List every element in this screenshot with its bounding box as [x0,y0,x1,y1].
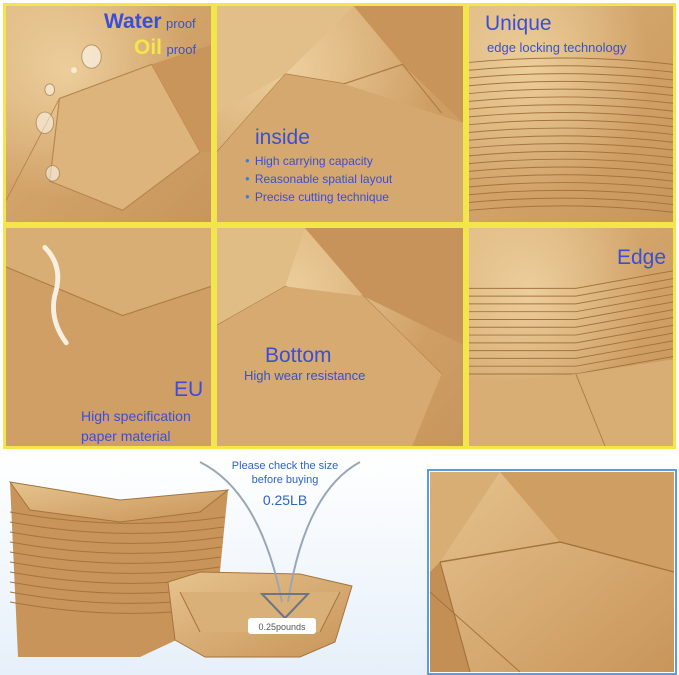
weight-label: 0.25LB [262,492,308,508]
inside-bullet-1: High carrying capacity [245,152,392,170]
inside-bullet-3: Precise cutting technique [245,188,392,206]
unique-subtitle: edge locking technology [487,40,627,55]
stacked-trays-illustration [469,57,673,213]
oilproof-label: Oil proof [134,36,196,60]
tray-weight-tag: 0.25pounds [248,618,316,634]
eu-line-1: High specification [81,408,191,424]
inside-bullet-list: High carrying capacity Reasonable spatia… [245,152,392,206]
edge-stack-illustration [469,270,673,446]
size-note-line-1: Please check the size [231,460,339,472]
inside-title: inside [255,126,310,149]
eu-title: EU [174,378,204,401]
edge-title: Edge [617,246,667,269]
inside-panel: inside High carrying capacity Reasonable… [214,3,466,225]
unique-panel: Unique edge locking technology [466,3,676,225]
oil-suffix: proof [166,42,197,57]
waterproof-illustration [6,44,211,211]
waterproof-panel: Water proof Oil proof [3,3,214,225]
water-suffix: proof [166,16,196,31]
tray-weight-label: 0.25pounds [258,622,306,632]
eu-line-2: paper material [81,428,171,444]
bottom-panel: Bottom High wear resistance [214,225,466,449]
inside-bullet-2: Reasonable spatial layout [245,170,392,188]
oil-word: Oil [134,36,163,59]
unique-title: Unique [485,12,552,35]
waterproof-label: Water proof [104,10,196,34]
tray-stack-and-single-illustration [0,452,677,675]
bottom-illustration [217,228,463,446]
bottom-subtitle: High wear resistance [244,368,366,383]
size-comparison-area: Please check the size before buying 0.25… [0,452,679,675]
water-word: Water [104,10,162,33]
bottom-title: Bottom [265,344,332,367]
edge-panel: Edge [466,225,676,449]
eu-panel: EU High specification paper material [3,225,214,449]
size-note-line-2: before buying [251,474,319,486]
eu-illustration [6,228,211,446]
